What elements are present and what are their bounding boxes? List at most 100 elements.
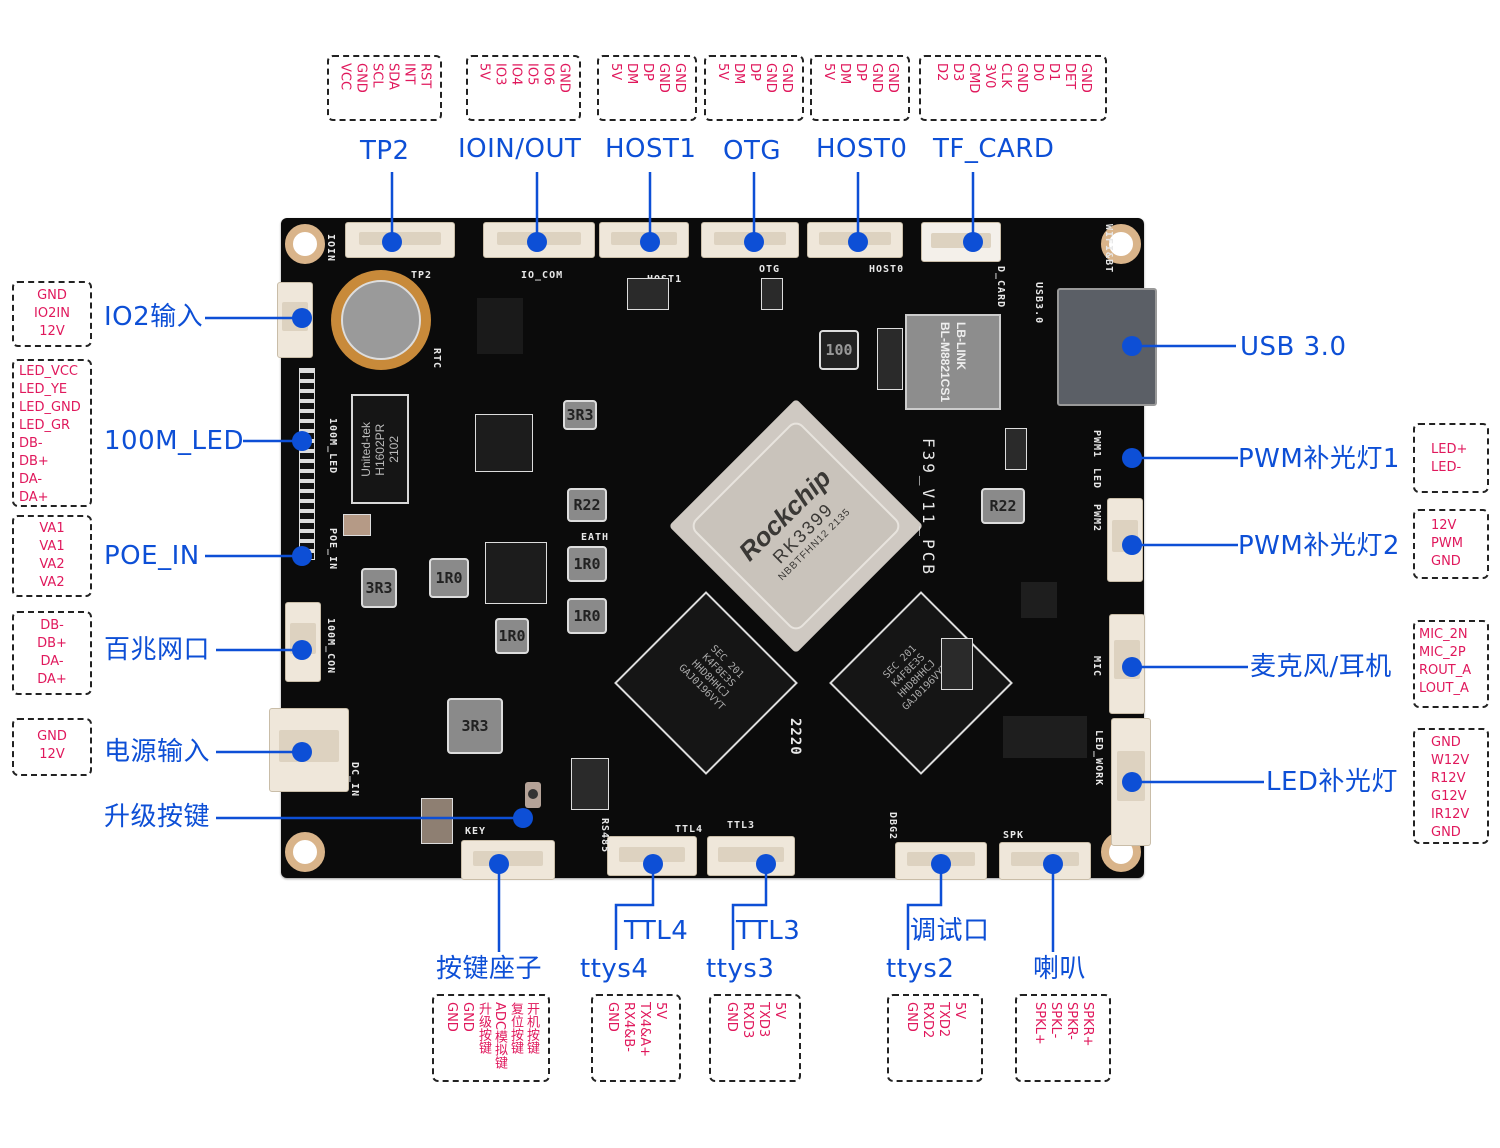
pin: SPKL- <box>1048 1002 1063 1039</box>
pin: GND <box>904 1002 919 1032</box>
pin: DP <box>853 63 868 81</box>
pin: 3V0 <box>982 63 997 89</box>
host0-pins: GND GND DP DM 5V <box>810 55 910 121</box>
spk-marker <box>1043 854 1063 874</box>
pin: 5V <box>715 63 730 81</box>
ttl3-pins: 5V TXD3 RXD3 GND <box>709 994 801 1082</box>
pin: 开机按键 <box>524 1002 539 1054</box>
silk-label: POE_IN <box>327 528 338 571</box>
pin: 12V <box>1431 518 1457 533</box>
pin: RX4&B- <box>621 1002 636 1052</box>
host1-connector <box>599 222 689 258</box>
pin: TXD2 <box>936 1002 951 1038</box>
ioinout-marker <box>527 232 547 252</box>
power-marker <box>292 742 312 762</box>
pin: DB+ <box>37 636 67 651</box>
pin: 复位按键 <box>508 1002 523 1054</box>
keys-pins: 开机按键 复位按键 ADC模拟键 升级按键 GND GND <box>432 994 550 1082</box>
io2in-marker <box>292 308 312 328</box>
label-eth: 百兆网口 <box>104 635 211 665</box>
pin: DM <box>837 63 852 85</box>
silk-label: LED_WORK <box>1093 730 1104 787</box>
pin: MIC_2N <box>1419 627 1468 642</box>
label-ttl4: ttys4 <box>580 954 649 984</box>
inductor: 1R0 <box>567 598 607 634</box>
silk-label: RTC <box>431 348 442 370</box>
pin: D2 <box>934 63 949 82</box>
ttl4-marker <box>643 854 663 874</box>
upgrade-marker <box>513 808 533 828</box>
silk-label: PWM1 <box>1091 430 1102 459</box>
debug-pins: 5V TXD2 RXD2 GND <box>887 994 983 1082</box>
ethernet-transformer: United-tek H1602PR 2102 <box>351 394 409 504</box>
silk-label: MIC <box>1091 656 1102 678</box>
pin: LED_VCC <box>19 364 79 379</box>
label-otg: OTG <box>723 136 781 166</box>
inductor: R22 <box>567 488 607 522</box>
pin: GND <box>605 1002 620 1032</box>
100mled-marker <box>292 431 312 451</box>
pin: ADC模拟键 <box>492 1002 507 1069</box>
smd-part <box>941 638 973 690</box>
pin: 5V <box>608 63 623 81</box>
pin: 12V <box>39 324 65 339</box>
pin: RST <box>417 63 433 89</box>
silk-label: TTL4 <box>675 824 704 835</box>
mounting-hole <box>285 224 325 264</box>
smd-part <box>761 278 783 310</box>
wifi-module: LB-LINK BL-M8821CS1 <box>905 314 1001 410</box>
sublabel-ttl3: TTL3 <box>736 916 801 946</box>
label-pwm1: PWM补光灯1 <box>1238 444 1400 474</box>
label-poein: POE_IN <box>104 541 200 571</box>
sublabel-debug: 调试口 <box>910 916 990 946</box>
pin: SPKL+ <box>1032 1002 1047 1045</box>
silk-label: 100M_LED <box>327 418 338 475</box>
pin: VA1 <box>39 539 65 554</box>
silk-label: LED <box>1091 468 1102 490</box>
label-pwm2: PWM补光灯2 <box>1238 531 1400 561</box>
pin: GND <box>1431 554 1461 569</box>
label-mic: 麦克风/耳机 <box>1250 652 1392 682</box>
sublabel-ttl4: TTL4 <box>624 916 689 946</box>
ic-chip <box>477 298 523 354</box>
label-tp2: TP2 <box>360 136 410 166</box>
pin: GND <box>37 288 67 303</box>
pin: SPKR- <box>1064 1002 1079 1040</box>
pin: W12V <box>1431 753 1470 768</box>
silk-label: WIFI&BT <box>1103 224 1114 274</box>
pin: CMD <box>966 63 981 94</box>
silk-label: EATH <box>581 532 610 543</box>
pin: DET <box>1062 63 1077 90</box>
pin: GND <box>1078 63 1093 93</box>
pin: GND <box>779 63 794 93</box>
smd-part <box>627 278 669 310</box>
smd-part <box>421 798 453 844</box>
pin: TXD3 <box>756 1002 771 1038</box>
mounting-hole <box>1101 224 1141 264</box>
pin: LED- <box>1431 460 1462 475</box>
keys-marker <box>489 854 509 874</box>
debug-marker <box>931 854 951 874</box>
pin: 5V <box>476 63 492 81</box>
label-tfcard: TF_CARD <box>933 134 1055 164</box>
smd-part <box>343 514 371 536</box>
ic-chip <box>475 414 533 472</box>
pin: DM <box>624 63 639 85</box>
power-pins: GND 12V <box>12 718 92 776</box>
mic-marker <box>1122 657 1142 677</box>
pin: DP <box>640 63 655 81</box>
ioinout-connector <box>483 222 595 258</box>
label-debug: ttys2 <box>886 954 955 984</box>
leader-debug <box>906 864 943 950</box>
pin: DA- <box>19 472 43 487</box>
silk-label: TP2 <box>411 270 433 281</box>
silk-label: SPK <box>1003 830 1025 841</box>
pin: RXD2 <box>920 1002 935 1039</box>
pin: VA2 <box>39 575 65 590</box>
usb3-marker <box>1122 336 1142 356</box>
mounting-hole <box>285 832 325 872</box>
pin: VCC <box>337 63 353 91</box>
silk-label: TTL3 <box>727 820 756 831</box>
inductor: 100 <box>819 330 859 370</box>
